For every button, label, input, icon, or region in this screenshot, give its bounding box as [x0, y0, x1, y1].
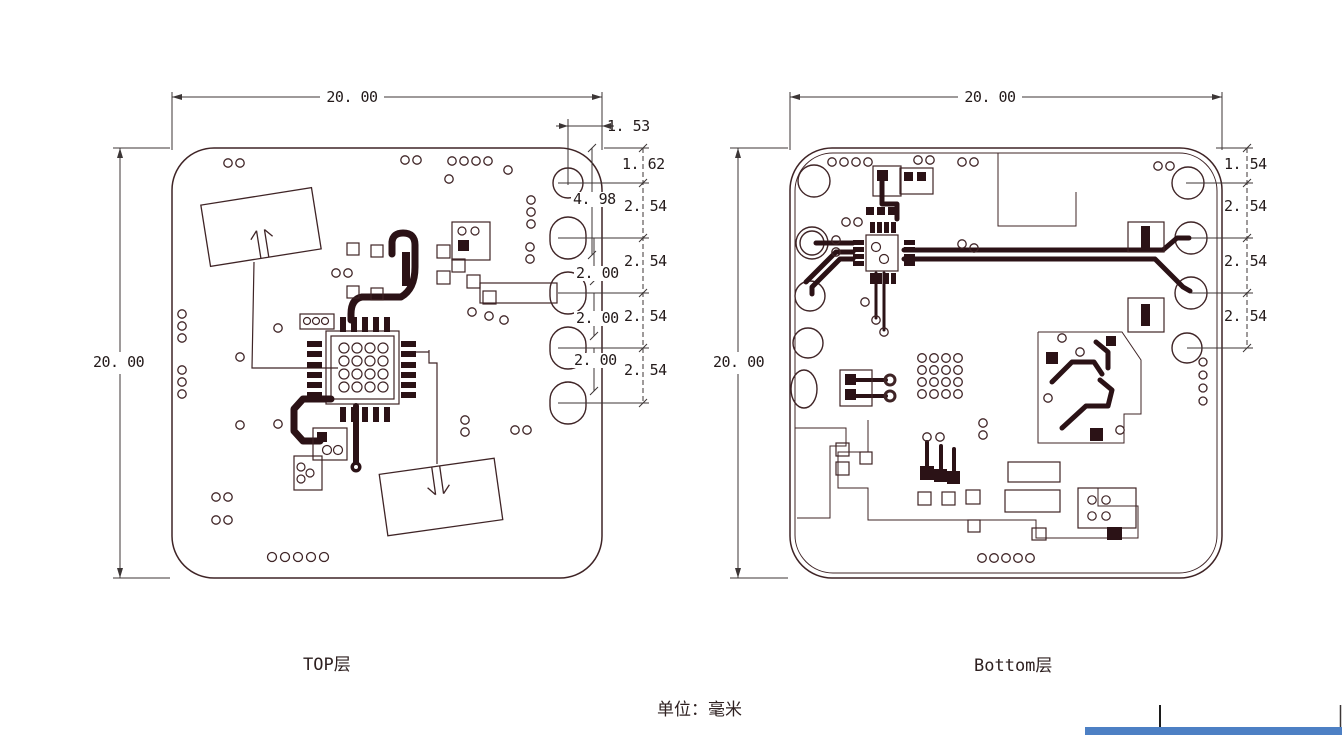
top-board-thick-traces	[290, 229, 419, 467]
bottom-board-inner-outline	[794, 152, 1218, 574]
bottom-board-caption: Bottom层	[974, 656, 1053, 676]
top-dim-2-54-3: 2. 54	[624, 307, 667, 325]
bottom-board-top-cluster	[872, 165, 934, 197]
top-dim-1-53: 1. 53	[607, 117, 650, 135]
ic-via-grid	[338, 342, 389, 393]
top-dim-2-54-2: 2. 54	[624, 252, 667, 270]
horizontal-scrollbar-thumb[interactable]	[1085, 727, 1342, 735]
bottom-dim-1-54: 1. 54	[1224, 155, 1267, 173]
antenna-top-left	[200, 186, 322, 268]
bottom-dim-2-54-1: 2. 54	[1224, 197, 1267, 215]
bottom-board-outline	[789, 147, 1223, 579]
units-label: 单位：毫米	[657, 700, 742, 720]
top-dim-2-00-1: 2. 00	[574, 264, 621, 282]
bottom-dim-2-54-3: 2. 54	[1224, 307, 1267, 325]
top-dim-4-98: 4. 98	[571, 190, 618, 208]
top-board-caption: TOP层	[303, 655, 351, 675]
bottom-board-dimensions	[730, 92, 1253, 579]
top-board-vias	[177, 155, 536, 563]
antenna-bottom-right	[378, 457, 504, 537]
bottom-board	[789, 147, 1223, 579]
bottom-board-thick-traces	[803, 178, 1193, 475]
top-dim-2-54-1: 2. 54	[624, 197, 667, 215]
bottom-board-components	[835, 221, 1165, 541]
bottom-board-vias	[827, 155, 1208, 563]
top-board-height-dim: 20. 00	[91, 353, 147, 371]
bottom-board-right-pads	[1171, 166, 1208, 364]
antenna-feed-trace-1	[251, 261, 338, 369]
top-board-dimensions	[113, 92, 649, 579]
antenna-feed-trace-2	[415, 350, 438, 464]
bottom-dim-2-54-2: 2. 54	[1224, 252, 1267, 270]
top-dim-2-54-4: 2. 54	[624, 361, 667, 379]
top-dim-1-62: 1. 62	[622, 155, 665, 173]
top-board	[171, 147, 603, 579]
bottom-board-pour-outlines	[795, 153, 1142, 539]
top-board-width-dim: 20. 00	[320, 90, 384, 105]
top-board-ic	[299, 313, 416, 422]
bottom-board-width-dim: 20. 00	[958, 90, 1022, 105]
top-board-components	[293, 221, 558, 491]
bottom-board-height-dim: 20. 00	[711, 353, 767, 371]
top-dim-2-00-3: 2. 00	[572, 351, 619, 369]
top-dim-2-00-2: 2. 00	[574, 309, 621, 327]
ic-pins	[307, 317, 416, 422]
